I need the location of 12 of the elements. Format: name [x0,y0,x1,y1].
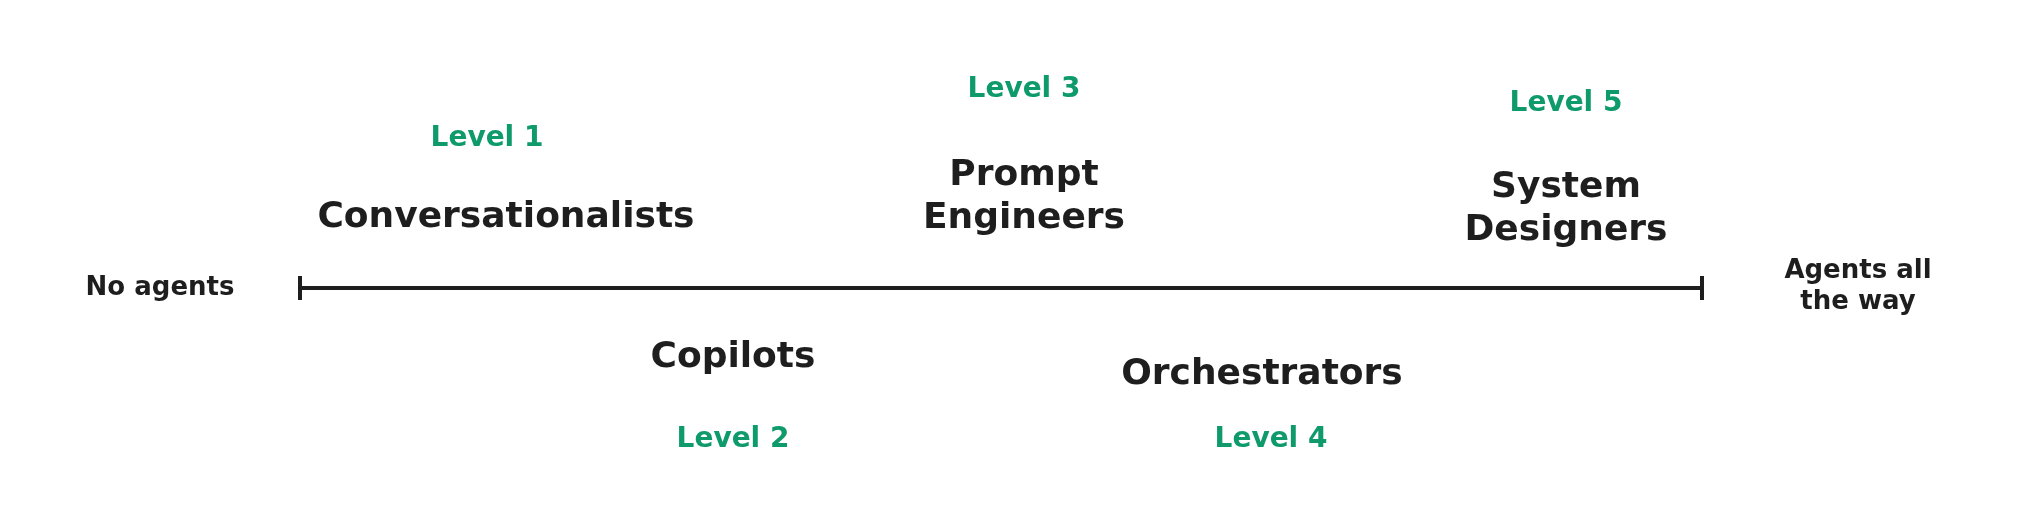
end-label: No agents [85,271,235,303]
level-label: Level 4 [1214,421,1328,455]
stage-name: Orchestrators [1121,350,1403,394]
level-label: Level 2 [676,421,790,455]
stage-name: Prompt Engineers [922,150,1126,238]
stage-name: Conversationalists [317,193,695,237]
level-label: Level 3 [967,71,1081,105]
end-label: Agents all the way [1783,253,1933,317]
level-label: Level 5 [1509,85,1623,119]
stage-name: Copilots [650,333,816,377]
stage-name: System Designers [1463,162,1669,250]
level-label: Level 1 [430,120,544,154]
